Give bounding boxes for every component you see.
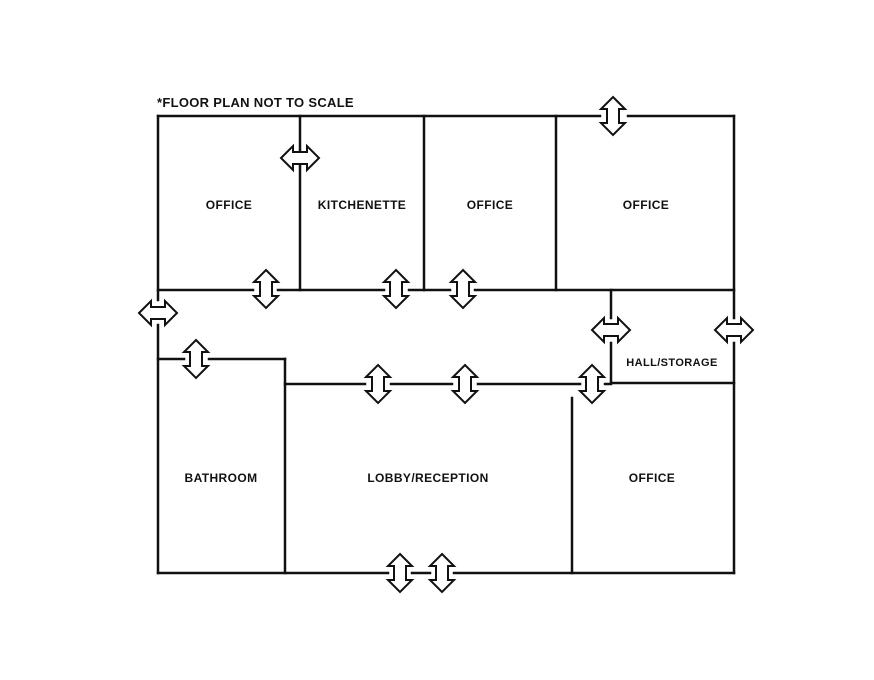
double-arrow-icon <box>427 552 457 594</box>
doors <box>137 95 755 594</box>
room-label-office: OFFICE <box>628 471 676 485</box>
double-arrow-icon <box>181 338 211 380</box>
double-arrow-icon <box>251 268 281 310</box>
room-label-hall-storage: HALL/STORAGE <box>626 357 718 369</box>
room-label-bathroom: BATHROOM <box>184 471 258 485</box>
double-arrow-icon <box>363 363 393 405</box>
walls <box>156 114 736 575</box>
double-arrow-icon <box>598 95 628 137</box>
double-arrow-icon <box>381 268 411 310</box>
room-label-office: OFFICE <box>466 198 514 212</box>
double-arrow-icon <box>713 315 755 345</box>
double-arrow-icon <box>577 363 607 405</box>
room-label-kitchenette: KITCHENETTE <box>317 198 407 212</box>
double-arrow-icon <box>450 363 480 405</box>
scale-note: *FLOOR PLAN NOT TO SCALE <box>157 95 354 110</box>
room-label-office: OFFICE <box>205 198 253 212</box>
double-arrow-icon <box>448 268 478 310</box>
double-arrow-icon <box>590 315 632 345</box>
room-label-lobby-reception: LOBBY/RECEPTION <box>367 471 489 485</box>
room-label-office: OFFICE <box>622 198 670 212</box>
double-arrow-icon <box>385 552 415 594</box>
double-arrow-icon <box>279 143 321 173</box>
double-arrow-icon <box>137 298 179 328</box>
